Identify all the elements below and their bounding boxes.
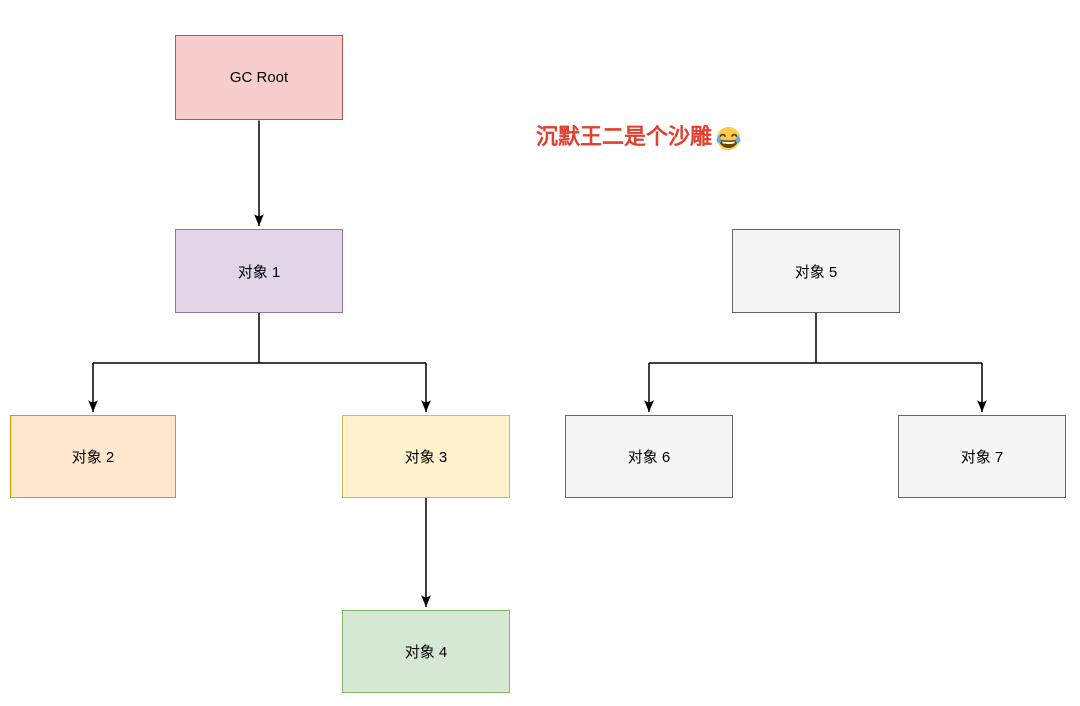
node-gc-root: GC Root — [175, 35, 343, 120]
node-obj-7: 对象 7 — [898, 415, 1066, 498]
node-obj-2: 对象 2 — [10, 415, 176, 498]
annotation-label: 沉默王二是个沙雕 — [536, 124, 713, 149]
face-with-tears-of-joy-emoji-icon — [716, 126, 741, 151]
node-obj-3: 对象 3 — [342, 415, 510, 498]
node-obj-6: 对象 6 — [565, 415, 733, 498]
node-obj-4: 对象 4 — [342, 610, 510, 693]
node-obj-1: 对象 1 — [175, 229, 343, 313]
node-obj-5: 对象 5 — [732, 229, 900, 313]
annotation-text: 沉默王二是个沙雕 — [536, 122, 742, 152]
